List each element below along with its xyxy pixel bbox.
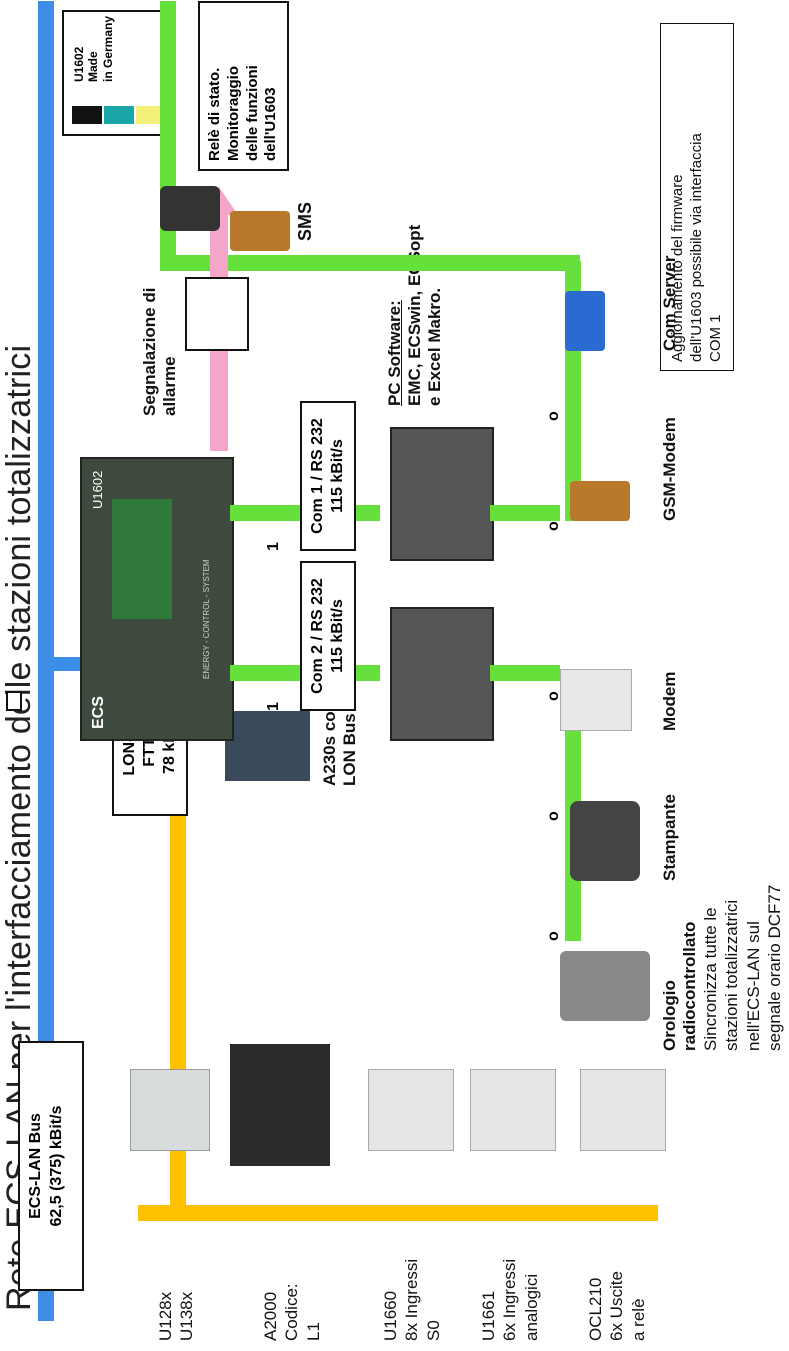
flag-teal <box>104 106 134 124</box>
device-u1602: ECS U1602 ENERGY - CONTROL - SYSTEM <box>80 457 234 741</box>
sms-phone-icon <box>230 211 290 251</box>
firmware-note-box: Aggiornamento del firmware dell'U1603 po… <box>660 23 734 371</box>
o-marker-4: o <box>545 931 563 941</box>
lon-bus-link-u1602 <box>170 761 186 1221</box>
link-pc-modem <box>490 665 560 681</box>
label-gsm: GSM-Modem <box>660 417 680 521</box>
label-printer: Stampante <box>660 794 680 881</box>
device-a230 <box>225 711 310 781</box>
relay-box: Relè di stato. Monitoraggio delle funzio… <box>198 1 289 171</box>
device-u1660 <box>368 1069 454 1151</box>
pc-2 <box>390 427 494 561</box>
device-a2000 <box>230 1044 330 1166</box>
device-printer <box>570 801 640 881</box>
relay-switch-box <box>185 277 249 351</box>
traffic-light-icon <box>160 186 220 231</box>
device-ocl210 <box>580 1069 666 1151</box>
com1-count: 1 <box>265 542 283 551</box>
com2-box: Com 2 / RS 232 115 kBit/s <box>300 561 356 711</box>
sms-label: SMS <box>295 202 317 241</box>
label-a230: A230s con LON Bus <box>320 701 361 786</box>
device-clock <box>560 951 650 1021</box>
label-u1660: U1660 8x Ingressi S0 <box>380 1259 444 1341</box>
link-pc-gsm <box>490 505 560 521</box>
lon-bus-main <box>138 1205 658 1221</box>
made-country: in Germany <box>101 16 115 82</box>
lan-drop-line <box>54 657 80 671</box>
o-marker-3: o <box>545 811 563 821</box>
device-gsm-modem <box>570 481 630 521</box>
lan-count: 2 <box>60 672 78 681</box>
o-marker-5: o <box>545 411 563 421</box>
label-ocl210: OCL210 6x Uscite a relè <box>585 1271 649 1341</box>
ecs-lan-label-box <box>6 691 22 711</box>
pc-1 <box>390 607 494 741</box>
u1602-green-panel <box>112 499 172 619</box>
ecs-lan-box: ECS-LAN Bus 62,5 (375) kBit/s <box>18 1041 84 1291</box>
flag-black <box>72 106 102 124</box>
com2-count: 1 <box>265 702 283 711</box>
label-modem: Modem <box>660 672 680 732</box>
pc-software-heading: PC Software: <box>385 300 405 406</box>
label-u1661: U1661 6x Ingressi analogici <box>478 1259 542 1341</box>
u1602-name: U1602 <box>90 471 105 509</box>
made-in-germany-box: U1602 Made in Germany <box>62 10 172 136</box>
label-a2000: A2000 Codice: L1 <box>260 1283 324 1341</box>
made-model: U1602 <box>72 16 86 82</box>
sync-note: Sincronizza tutte le stazioni totalizzat… <box>700 885 785 1051</box>
device-modem <box>560 669 632 731</box>
made-label: Made <box>86 16 100 82</box>
label-u128x: U128x U138x <box>155 1292 198 1341</box>
device-u1661 <box>470 1069 556 1151</box>
device-u128x <box>130 1069 210 1151</box>
label-clock: Orologio radiocontrollato <box>660 922 701 1051</box>
alarm-label: Segnalazione di allarme <box>140 288 181 416</box>
u1602-logo: ECS <box>90 696 108 729</box>
device-com-server <box>565 291 605 351</box>
u1602-sub: ENERGY - CONTROL - SYSTEM <box>202 559 211 679</box>
pc-software-body: EMC, ECSwin, ECSopt e Excel Makro. <box>405 225 446 406</box>
o-marker-2: o <box>545 521 563 531</box>
com1-box: Com 1 / RS 232 115 kBit/s <box>300 401 356 551</box>
